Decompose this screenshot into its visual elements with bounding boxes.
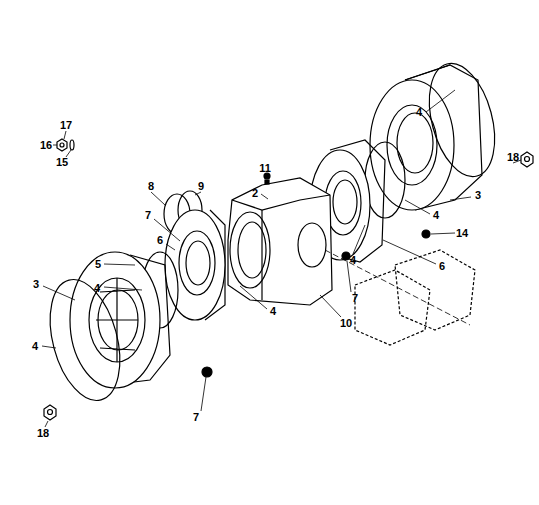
o-ring <box>365 142 405 218</box>
callout-number: 3 <box>32 278 40 291</box>
bolt-assembly <box>57 139 74 151</box>
callout-number: 11 <box>258 162 272 175</box>
callout-number: 15 <box>55 156 69 169</box>
callout-number: 14 <box>455 227 469 240</box>
callout-number: 4 <box>432 209 440 222</box>
callout-number: 18 <box>506 151 520 164</box>
plug <box>422 230 430 238</box>
leader-line <box>42 90 521 427</box>
plug <box>264 173 270 179</box>
callout-number: 8 <box>147 180 155 193</box>
plug <box>202 367 212 377</box>
callout-number: 7 <box>351 292 359 305</box>
nut <box>525 157 530 162</box>
o-ring <box>418 56 506 184</box>
callout-number: 2 <box>251 187 259 200</box>
o-ring <box>38 272 132 408</box>
callout-number: 3 <box>474 189 482 202</box>
gasket <box>355 250 475 345</box>
callout-number: 18 <box>36 427 50 440</box>
nut <box>521 152 533 167</box>
callout-number: 16 <box>39 139 53 152</box>
callout-number: 4 <box>415 106 423 119</box>
callout-number: 10 <box>339 317 353 330</box>
plug <box>342 252 350 260</box>
callout-number: 4 <box>269 305 277 318</box>
callout-number: 6 <box>156 234 164 247</box>
nut <box>48 410 53 415</box>
callout-number: 5 <box>94 258 102 271</box>
differential-housing <box>228 178 332 305</box>
callout-number: 6 <box>438 260 446 273</box>
callout-number: 4 <box>349 254 357 267</box>
nut <box>44 405 56 420</box>
callout-number: 17 <box>59 119 73 132</box>
callout-number: 9 <box>197 180 205 193</box>
callout-number: 7 <box>144 209 152 222</box>
right-end-cover <box>370 65 482 210</box>
callout-number: 4 <box>93 282 101 295</box>
callout-number: 7 <box>192 411 200 424</box>
callout-number: 4 <box>31 340 39 353</box>
